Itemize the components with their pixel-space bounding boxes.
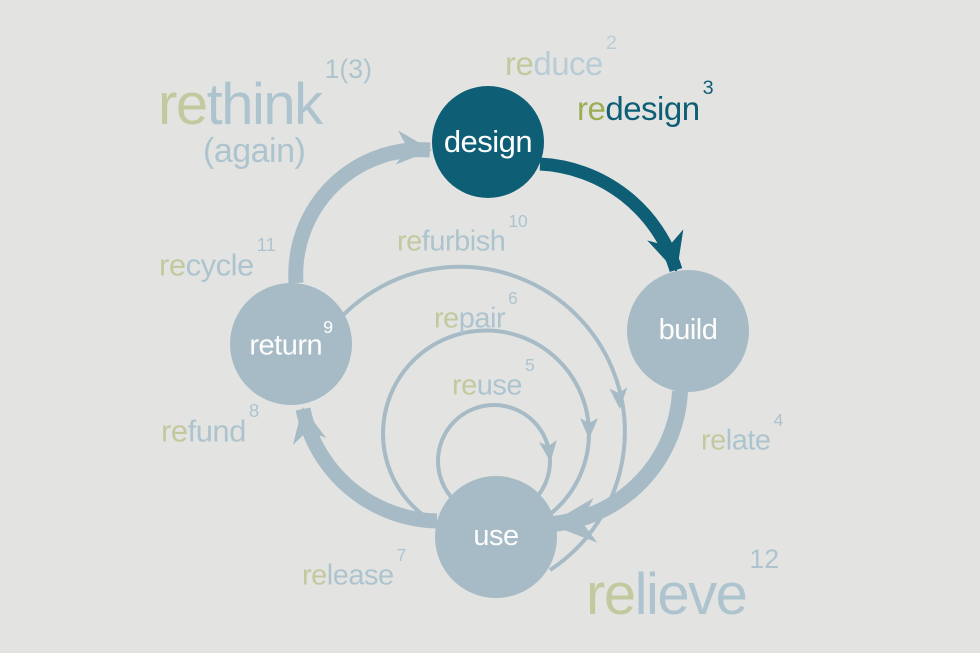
return-node-number: 9 [323, 316, 333, 337]
label-again: (again) [203, 132, 306, 170]
use-node-label: use [406, 522, 586, 551]
label-reuse: reuse5 [452, 357, 535, 402]
arrow-use-to-return [292, 406, 438, 529]
arrow-build-to-use [549, 390, 688, 543]
design-node-label: design [398, 126, 578, 157]
use-node-text: use [473, 520, 519, 552]
label-release-re: re [302, 559, 327, 592]
return-node-circle [230, 283, 352, 405]
label-rethink-number: 1(3) [324, 54, 373, 85]
label-repair-number: 6 [508, 288, 518, 309]
label-redesign-re: re [577, 90, 606, 127]
label-refurbish-rest: furbish [421, 225, 506, 258]
label-rethink-re: re [158, 72, 208, 137]
label-refund-re: re [161, 413, 188, 449]
label-redesign-rest: design [605, 90, 700, 127]
label-refurbish-number: 10 [508, 211, 528, 232]
return-node-text: return [249, 329, 323, 362]
label-again-text: (again) [203, 132, 306, 170]
design-node-circle [432, 86, 544, 198]
label-relieve-number: 12 [749, 544, 780, 575]
label-rethink-rest: think [206, 72, 324, 137]
use-node-circle [435, 476, 557, 598]
label-recycle: recycle11 [159, 235, 276, 283]
label-refurbish-re: re [397, 225, 422, 258]
refurbish-loop-arrowhead [609, 387, 628, 409]
build-node-label: build [598, 316, 778, 345]
label-rethink: rethink1(3) [158, 56, 372, 134]
label-release-number: 7 [396, 545, 407, 566]
build-node-circle [627, 270, 749, 392]
label-repair-re: re [434, 302, 459, 335]
label-reduce-re: re [505, 45, 534, 82]
label-relate-number: 4 [773, 410, 784, 431]
label-refund: refund8 [161, 401, 259, 449]
label-release-rest: lease [326, 559, 394, 592]
label-relate-re: re [701, 424, 726, 457]
label-repair-rest: pair [458, 302, 506, 335]
arrow-design-to-build [539, 157, 684, 273]
label-refund-number: 8 [248, 399, 260, 421]
design-node-text: design [443, 124, 533, 159]
label-relieve-re: re [586, 562, 636, 627]
label-reuse-rest: use [476, 369, 523, 402]
label-relate: relate4 [701, 412, 783, 457]
label-recycle-rest: cycle [185, 247, 255, 283]
reuse-loop-arrowhead [538, 439, 557, 462]
label-repair: repair6 [434, 290, 518, 335]
label-reduce-number: 2 [605, 31, 617, 54]
arrow-return-to-design [288, 130, 433, 284]
build-node-text: build [658, 314, 718, 346]
label-recycle-re: re [159, 247, 186, 283]
repair-loop-arrowhead [580, 418, 598, 439]
label-reduce-rest: duce [533, 45, 603, 82]
label-reuse-number: 5 [525, 355, 535, 376]
label-relieve: relieve12 [586, 546, 779, 624]
label-refurbish: refurbish10 [397, 213, 528, 258]
label-reduce: reduce2 [505, 33, 617, 82]
label-reuse-re: re [452, 369, 477, 402]
label-refund-rest: fund [187, 413, 247, 449]
label-redesign: redesign3 [577, 78, 714, 127]
label-relieve-rest: lieve [634, 562, 748, 627]
label-redesign-number: 3 [702, 76, 714, 99]
label-recycle-number: 11 [256, 233, 277, 255]
label-relate-rest: late [725, 424, 771, 457]
return-node-label: return9 [201, 318, 381, 362]
label-release: release7 [302, 547, 406, 592]
